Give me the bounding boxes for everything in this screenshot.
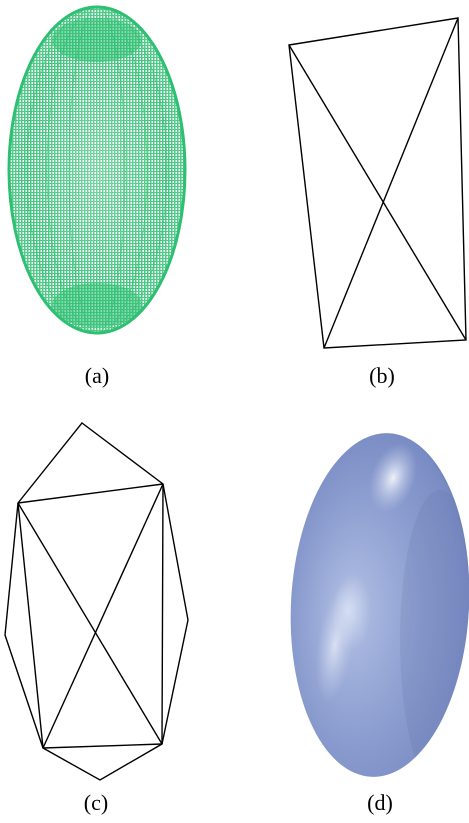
mesh-diagonal bbox=[323, 17, 459, 349]
mesh-edge bbox=[42, 743, 163, 749]
caption-a: (a) bbox=[85, 363, 109, 388]
panel-a: (a) bbox=[7, 5, 187, 388]
caption-d: (d) bbox=[367, 790, 393, 815]
mesh-diagonal bbox=[288, 44, 467, 341]
panel-d: (d) bbox=[290, 433, 469, 815]
point-cloud-ellipsoid bbox=[7, 5, 187, 335]
caption-c: (c) bbox=[84, 790, 108, 815]
mesh-diagonal bbox=[17, 502, 163, 745]
refined-mesh bbox=[4, 422, 189, 781]
panel-b: (b) bbox=[288, 17, 467, 388]
panel-c: (c) bbox=[4, 422, 189, 815]
caption-b: (b) bbox=[369, 363, 395, 388]
shaded-ellipsoid bbox=[290, 433, 469, 782]
coarse-mesh bbox=[288, 17, 467, 349]
mesh-edge bbox=[17, 502, 44, 749]
mesh-outline bbox=[288, 17, 467, 349]
mesh-edge bbox=[17, 483, 164, 504]
mesh-edge bbox=[161, 483, 164, 745]
mesh-outline bbox=[4, 422, 189, 781]
mesh-diagonal bbox=[42, 483, 164, 749]
